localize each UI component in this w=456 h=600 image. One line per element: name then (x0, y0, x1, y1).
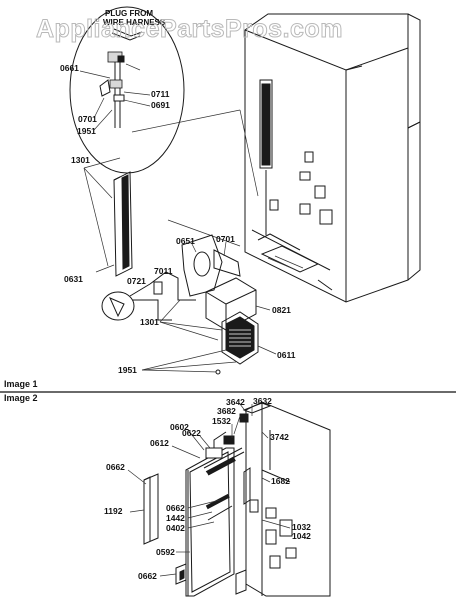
part-label: 1301 (140, 317, 159, 327)
part-label: 1951 (77, 126, 96, 136)
callout-line1: PLUG FROM (105, 9, 153, 18)
part-label: 0631 (64, 274, 83, 284)
part-label: 0402 (166, 523, 185, 533)
part-label: 0651 (176, 236, 195, 246)
part-label: 1192 (104, 506, 123, 516)
condenser-coil (113, 171, 133, 277)
part-label: 0662 (166, 503, 185, 513)
part-label: 3682 (217, 406, 236, 416)
part-label: 1442 (166, 513, 185, 523)
part-label: 1301 (71, 155, 90, 165)
part-label: 0661 (60, 63, 79, 73)
part-label: 3742 (270, 432, 289, 442)
part-label: 3632 (253, 396, 272, 406)
part-label: 7011 (154, 266, 173, 276)
part-label: 1951 (118, 365, 137, 375)
side-strip (143, 473, 159, 545)
part-label: 0711 (151, 89, 170, 99)
part-label: 0691 (151, 100, 170, 110)
callout-line2: WIRE HARNESS (103, 18, 166, 27)
part-label: 1682 (271, 476, 290, 486)
part-label: 0701 (78, 114, 97, 124)
part-label: 0612 (150, 438, 169, 448)
louvered-grille (221, 311, 259, 365)
part-label: 0622 (182, 428, 201, 438)
refrigerator-cabinet (244, 13, 421, 303)
part-label: 0592 (156, 547, 175, 557)
part-label: 1532 (212, 416, 231, 426)
fan-motor-detail (101, 271, 196, 321)
part-label: 1042 (292, 531, 311, 541)
part-label: 0821 (272, 305, 291, 315)
part-label: 0662 (138, 571, 157, 581)
part-label: 0701 (216, 234, 235, 244)
section-label-image1: Image 1 (4, 379, 38, 389)
part-label: 0611 (277, 350, 296, 360)
section-label-image2: Image 2 (4, 393, 38, 403)
watermark: AppliancePartsPros.com (36, 15, 343, 43)
rear-panel (185, 431, 245, 597)
part-label: 3642 (226, 397, 245, 407)
part-label: 1032 (292, 522, 311, 532)
part-label: 0602 (170, 422, 189, 432)
fan-shroud (181, 234, 223, 297)
part-label: 0721 (127, 276, 146, 286)
refrigerator-cabinet-2 (235, 401, 331, 597)
part-label: 0662 (106, 462, 125, 472)
